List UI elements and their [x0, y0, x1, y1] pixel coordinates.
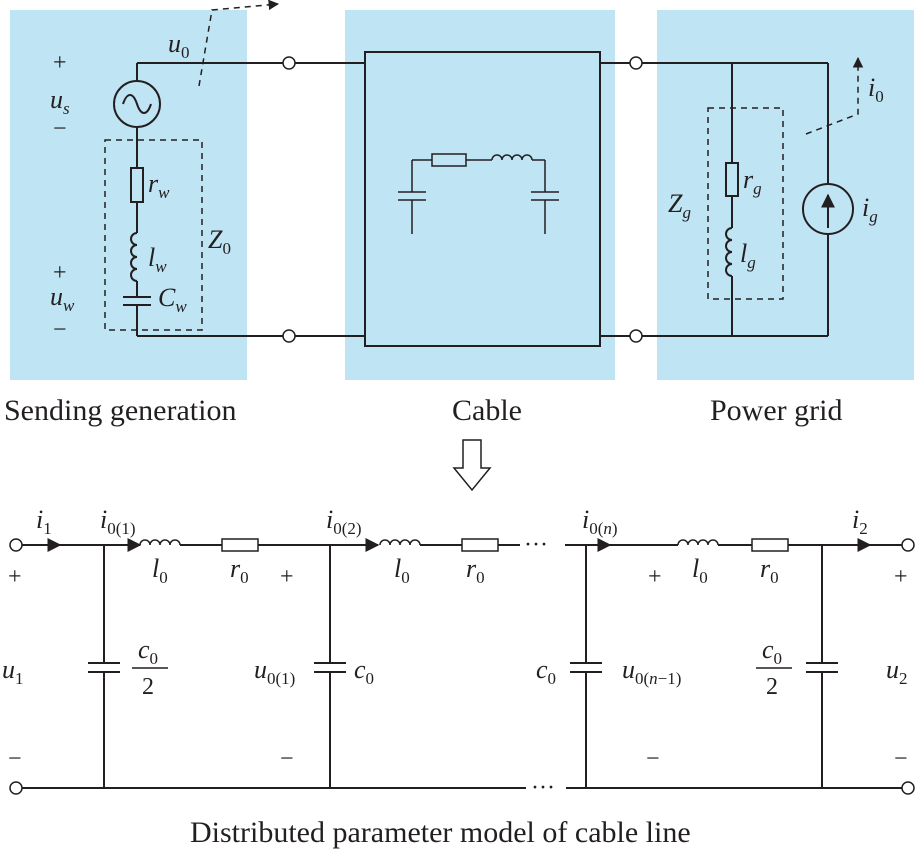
terminal [282, 56, 296, 70]
label-u01: u0(1) [254, 655, 295, 688]
label-i02: i0(2) [326, 505, 362, 538]
terminal [629, 329, 643, 343]
minus-sign: − [53, 317, 67, 343]
terminal [282, 329, 296, 343]
terminal [9, 538, 23, 552]
grid-panel [657, 10, 914, 380]
label-rg: rg [743, 165, 762, 198]
inductor-icon [677, 539, 719, 546]
inductor-icon [491, 154, 533, 161]
label-rw: rw [148, 169, 170, 202]
down-arrow-icon [452, 439, 492, 492]
plus-sign: + [894, 564, 908, 590]
plus-sign: + [53, 260, 67, 286]
label-c0: c0 [354, 655, 374, 688]
terminal [9, 781, 23, 795]
label-u0: u0 [168, 29, 190, 62]
inductor-lg [725, 227, 733, 277]
caption-model: Distributed parameter model of cable lin… [190, 816, 691, 849]
label-r0: r0 [760, 554, 779, 587]
terminal [901, 538, 915, 552]
minus-sign: − [280, 746, 294, 772]
label-i1: i1 [36, 505, 52, 538]
label-l0: l0 [692, 554, 708, 587]
ellipsis: ··· [531, 775, 555, 801]
sine-wave-icon [122, 94, 152, 114]
label-u1: u1 [2, 655, 24, 688]
minus-sign: − [646, 746, 660, 772]
label-zg: Zg [668, 189, 691, 222]
inductor-lw [130, 232, 138, 282]
label-i0n: i0(n) [582, 505, 618, 538]
label-c0-half-den: 2 [142, 674, 154, 700]
plus-sign: + [648, 564, 662, 590]
u0-arrow [198, 0, 280, 87]
label-l0: l0 [152, 554, 168, 587]
label-i0: i0 [868, 73, 884, 106]
cable-panel [345, 10, 615, 380]
label-uw: uw [50, 282, 75, 315]
terminal [629, 56, 643, 70]
plus-sign: + [280, 564, 294, 590]
sending-circuit [104, 0, 296, 343]
label-r0: r0 [230, 554, 249, 587]
label-i2: i2 [852, 505, 868, 538]
minus-sign: − [8, 746, 22, 772]
sending-panel [10, 10, 247, 380]
ellipsis: ··· [524, 532, 548, 558]
z0-box [104, 139, 203, 331]
label-cw: Cw [158, 283, 187, 316]
label-i01: i0(1) [100, 505, 136, 538]
label-c0-half-den: 2 [766, 674, 778, 700]
label-lg: lg [740, 239, 756, 272]
caption-grid: Power grid [710, 394, 842, 427]
minus-sign: − [53, 116, 67, 142]
label-c0: c0 [536, 655, 556, 688]
label-l0: l0 [394, 554, 410, 587]
resistor-icon [461, 538, 499, 552]
label-r0: r0 [466, 554, 485, 587]
terminal [901, 781, 915, 795]
zg-box [707, 107, 784, 300]
label-us: us [50, 85, 70, 118]
resistor-icon [221, 538, 259, 552]
cable-circuit [295, 51, 630, 347]
label-u2: u2 [886, 655, 908, 688]
label-c0-half-num: c0 [138, 635, 158, 668]
i0-arrow [805, 56, 864, 135]
label-u0n1: u0(n−1) [622, 655, 681, 688]
label-ig: ig [862, 193, 878, 226]
inductor-icon [379, 539, 421, 546]
caption-sending: Sending generation [4, 394, 236, 427]
grid-circuit [629, 56, 864, 343]
minus-sign: − [894, 746, 908, 772]
plus-sign: + [53, 50, 67, 76]
label-z0: Z0 [208, 225, 231, 258]
caption-cable: Cable [452, 394, 522, 427]
label-c0-half-num: c0 [762, 635, 782, 668]
label-lw: lw [148, 243, 167, 276]
plus-sign: + [8, 564, 22, 590]
distributed-model [9, 538, 915, 795]
inductor-icon [139, 539, 181, 546]
cable-box [364, 51, 601, 347]
resistor-icon [751, 538, 789, 552]
